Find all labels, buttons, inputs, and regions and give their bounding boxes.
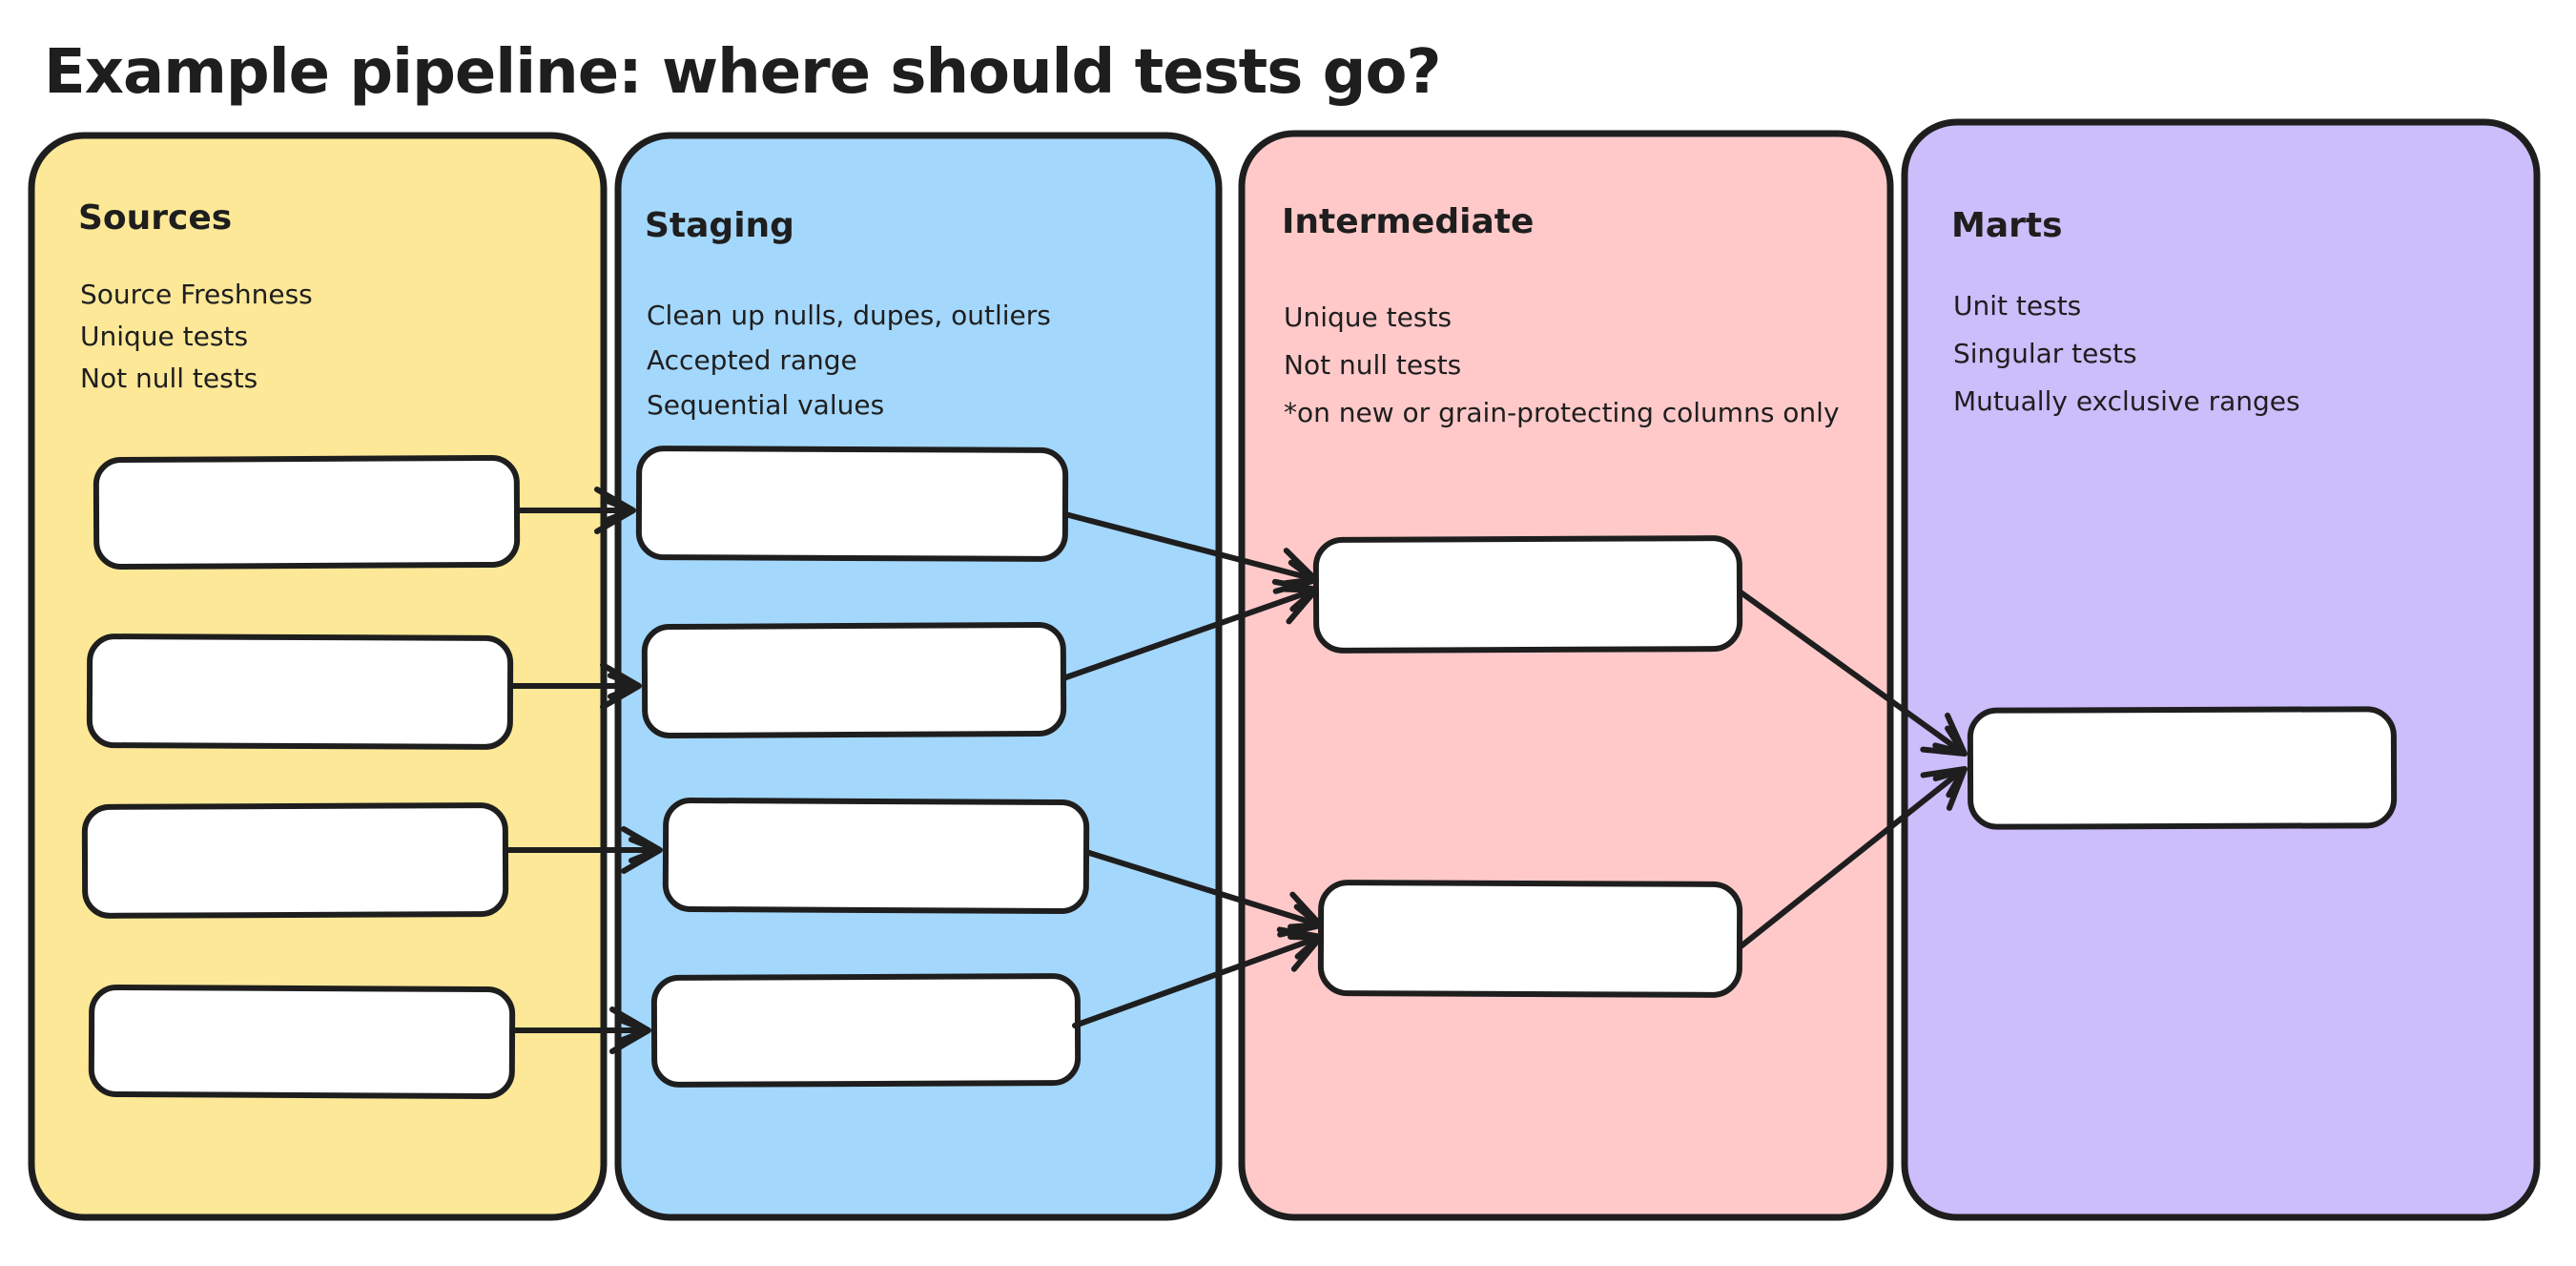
- marts-panel: [1901, 118, 2541, 1221]
- arrow-intermediate-2-marts-1: [1737, 766, 1968, 950]
- staging-node-4: [650, 973, 1082, 1088]
- arrow-sources-4-staging-4: [509, 1007, 651, 1054]
- arrow-staging-2-intermediate-1: [1061, 578, 1319, 681]
- marts-node-1: [1967, 706, 2398, 830]
- intermediate-note-3: *on new or grain-protecting columns only: [1284, 397, 1840, 428]
- arrow-staging-4-intermediate-2: [1072, 926, 1324, 1028]
- column-intermediate: Intermediate Unique tests Not null tests…: [1238, 130, 1894, 1221]
- staging-node-2: [641, 621, 1067, 739]
- intermediate-node-1: [1312, 535, 1743, 654]
- marts-title: Marts: [1951, 206, 2063, 245]
- staging-note-1: Clean up nulls, dupes, outliers: [647, 300, 1051, 331]
- staging-title: Staging: [645, 206, 794, 245]
- staging-node-1: [635, 446, 1069, 562]
- intermediate-panel: [1238, 130, 1894, 1221]
- arrow-sources-1-staging-1: [514, 487, 636, 534]
- sources-note-2: Unique tests: [80, 321, 248, 352]
- intermediate-note-1: Unique tests: [1284, 301, 1452, 333]
- column-marts: Marts Unit tests Singular tests Mutually…: [1901, 118, 2541, 1221]
- marts-note-1: Unit tests: [1953, 290, 2081, 322]
- source-node-1: [93, 454, 521, 571]
- arrow-intermediate-1-marts-1: [1737, 589, 1968, 757]
- staging-note-3: Sequential values: [647, 389, 884, 421]
- arrows: [503, 487, 1968, 1054]
- sources-note-3: Not null tests: [80, 363, 258, 394]
- sources-note-1: Source Freshness: [80, 279, 313, 310]
- sources-title: Sources: [78, 198, 232, 238]
- column-sources: Sources Source Freshness Unique tests No…: [28, 132, 608, 1221]
- diagram-title: Example pipeline: where should tests go?: [44, 37, 1441, 108]
- marts-note-2: Singular tests: [1953, 338, 2137, 369]
- staging-note-2: Accepted range: [647, 344, 857, 376]
- intermediate-node-2: [1317, 880, 1743, 998]
- source-node-4: [88, 984, 516, 1100]
- marts-note-3: Mutually exclusive ranges: [1953, 385, 2300, 417]
- arrow-sources-2-staging-2: [507, 662, 642, 710]
- column-staging: Staging Clean up nulls, dupes, outliers …: [614, 132, 1223, 1221]
- staging-node-3: [662, 797, 1090, 915]
- arrow-sources-3-staging-3: [503, 826, 663, 874]
- intermediate-title: Intermediate: [1282, 202, 1534, 241]
- source-node-2: [86, 633, 514, 750]
- source-node-3: [81, 802, 509, 919]
- intermediate-note-2: Not null tests: [1284, 349, 1461, 381]
